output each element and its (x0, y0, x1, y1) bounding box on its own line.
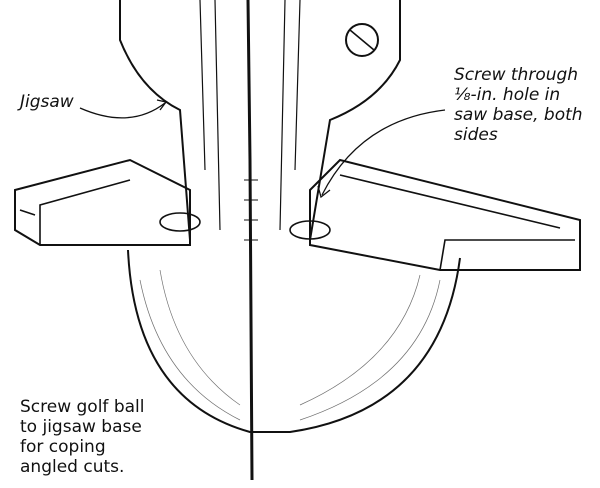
saw-base-left (14, 158, 191, 246)
screw-left (159, 212, 201, 232)
screw-right (289, 220, 331, 240)
golf-callout-line: to jigsaw base (20, 417, 142, 437)
screw-head (345, 23, 379, 57)
golf-callout-line: for coping (20, 437, 106, 457)
saw-blade (246, 0, 254, 481)
golf-ball (127, 249, 461, 433)
saw-body (119, 0, 401, 241)
screw-callout-line: Screw through (454, 65, 579, 85)
jigsaw-arrow (79, 102, 166, 119)
screw-callout-line: saw base, both (454, 105, 583, 125)
screw-callout: Screw through ⅛-in. hole in saw base, bo… (454, 65, 583, 145)
saw-base-right (309, 158, 581, 271)
screw-arrow (321, 109, 446, 196)
screw-callout-line: ⅛-in. hole in (454, 85, 561, 105)
golf-callout-line: Screw golf ball (20, 397, 145, 417)
golf-ball-callout: Screw golf ball to jigsaw base for copin… (20, 397, 144, 477)
golf-callout-line: angled cuts. (20, 457, 125, 477)
screw-callout-line: sides (454, 125, 498, 145)
golf-ball-shading (139, 269, 441, 421)
jigsaw-label: Jigsaw (20, 92, 74, 112)
